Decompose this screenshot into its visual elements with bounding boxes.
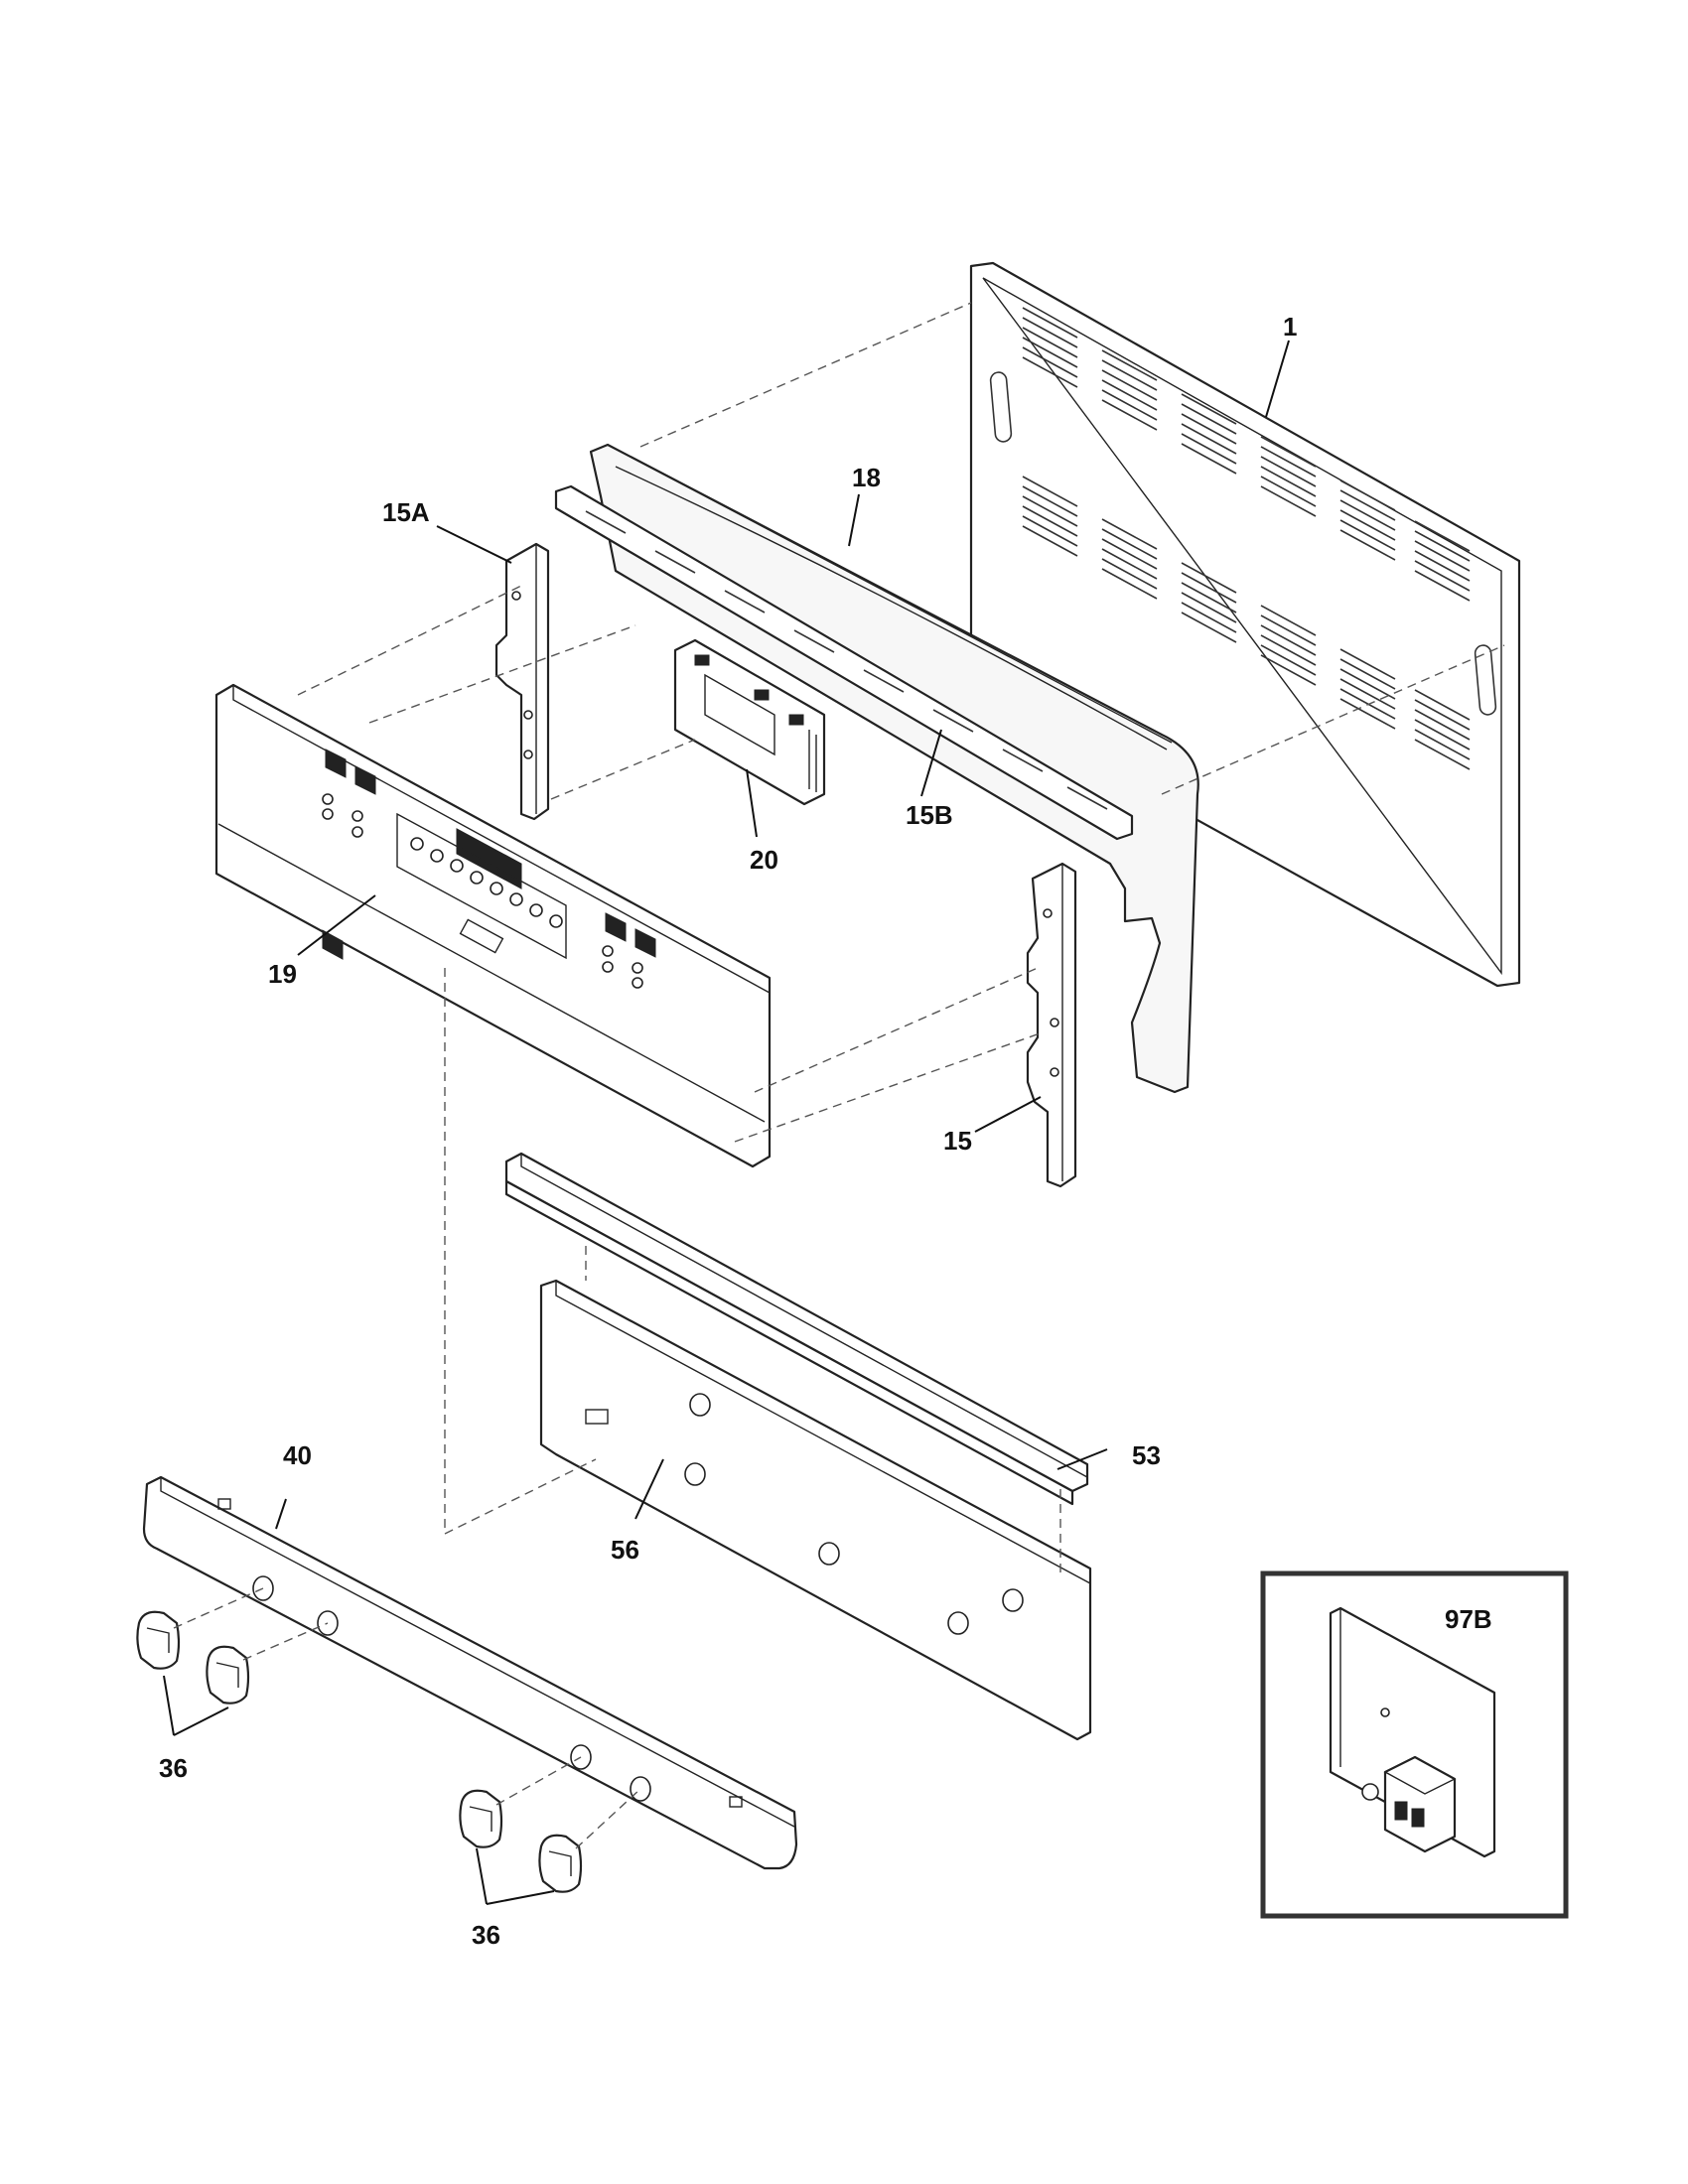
- knob-part: [136, 1610, 583, 1893]
- callout-53: 53: [1132, 1440, 1161, 1470]
- callout-15b: 15B: [906, 800, 953, 830]
- callout-18: 18: [852, 463, 881, 492]
- callout-labels: 1 18 15A 15B 20 19 15 40 53 56 36 36 97B: [159, 312, 1492, 1950]
- heat-shield-part: [539, 1279, 1092, 1741]
- inset-part-drawing: [1329, 1606, 1496, 1858]
- manifold-bracket-part: [504, 1152, 1089, 1506]
- control-panel-part: [214, 683, 772, 1168]
- callout-40: 40: [283, 1440, 312, 1470]
- callout-36-left: 36: [159, 1753, 188, 1783]
- leader-lines: [163, 340, 1290, 1905]
- callout-36-right: 36: [472, 1920, 500, 1950]
- callout-15: 15: [943, 1126, 972, 1156]
- left-bracket-part: [494, 542, 550, 821]
- callout-97b: 97B: [1445, 1604, 1492, 1634]
- callout-19: 19: [268, 959, 297, 989]
- trim-strip-part: [554, 484, 1134, 841]
- callout-15a: 15A: [382, 497, 430, 527]
- callout-56: 56: [611, 1535, 639, 1565]
- inset-box: [1260, 1570, 1569, 1919]
- vent-louvers: [1022, 307, 1471, 770]
- callout-20: 20: [750, 845, 778, 875]
- control-board-part: [673, 638, 826, 806]
- back-panel-part: [969, 261, 1521, 988]
- callout-1: 1: [1283, 312, 1297, 341]
- right-bracket-part: [1026, 862, 1077, 1188]
- display-window: [325, 749, 656, 958]
- keypad-buttons: [322, 793, 643, 989]
- assembly-lines: [173, 302, 1505, 1849]
